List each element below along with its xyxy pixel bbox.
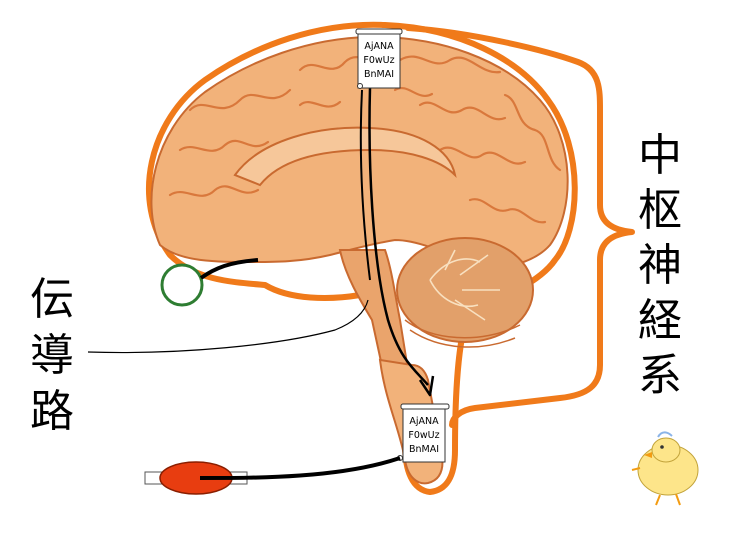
tract-char-2: 導 — [30, 330, 74, 381]
cns-char-1: 中 — [638, 130, 682, 181]
motor-pathway-arrowhead — [418, 375, 435, 397]
conduction-pathway-label: 伝 導 路 — [30, 272, 74, 440]
cns-char-3: 神 — [638, 240, 682, 291]
upper-scroll-line-3: BnMAI — [364, 69, 394, 80]
lower-scroll-line-1: AjANA — [409, 416, 439, 427]
cns-bracket — [405, 25, 635, 428]
cns-char-4: 経 — [638, 295, 682, 346]
lower-scroll-line-3: BnMAI — [409, 444, 439, 455]
muscle-effector — [144, 456, 401, 495]
cerebellum-tree — [429, 249, 500, 321]
upper-neuron-scroll: AjANA F0wUz BnMAI — [355, 28, 403, 89]
motor-pathway — [368, 87, 429, 386]
brain-illustration — [150, 35, 569, 485]
secondary-pathway — [359, 89, 371, 281]
central-nervous-system-label: 中 枢 神 経 系 — [638, 128, 682, 403]
cerebellum-folds — [404, 319, 521, 348]
corpus-callosum — [233, 126, 457, 187]
cns-char-2: 枢 — [638, 185, 682, 236]
tract-char-3: 路 — [30, 386, 74, 437]
cns-char-5: 系 — [638, 350, 682, 401]
lower-neuron-scroll: AjANA F0wUz BnMAI — [397, 403, 450, 463]
tract-char-1: 伝 — [30, 274, 74, 325]
cerebrum-folds — [168, 55, 562, 224]
upper-scroll-line-1: AjANA — [364, 41, 394, 52]
receptor-connection — [199, 258, 259, 280]
chick-icon — [631, 431, 699, 506]
tract-leader-line — [87, 299, 369, 354]
receptor-ring — [160, 263, 204, 307]
lower-scroll-line-2: F0wUz — [408, 430, 439, 441]
upper-scroll-line-2: F0wUz — [363, 55, 394, 66]
